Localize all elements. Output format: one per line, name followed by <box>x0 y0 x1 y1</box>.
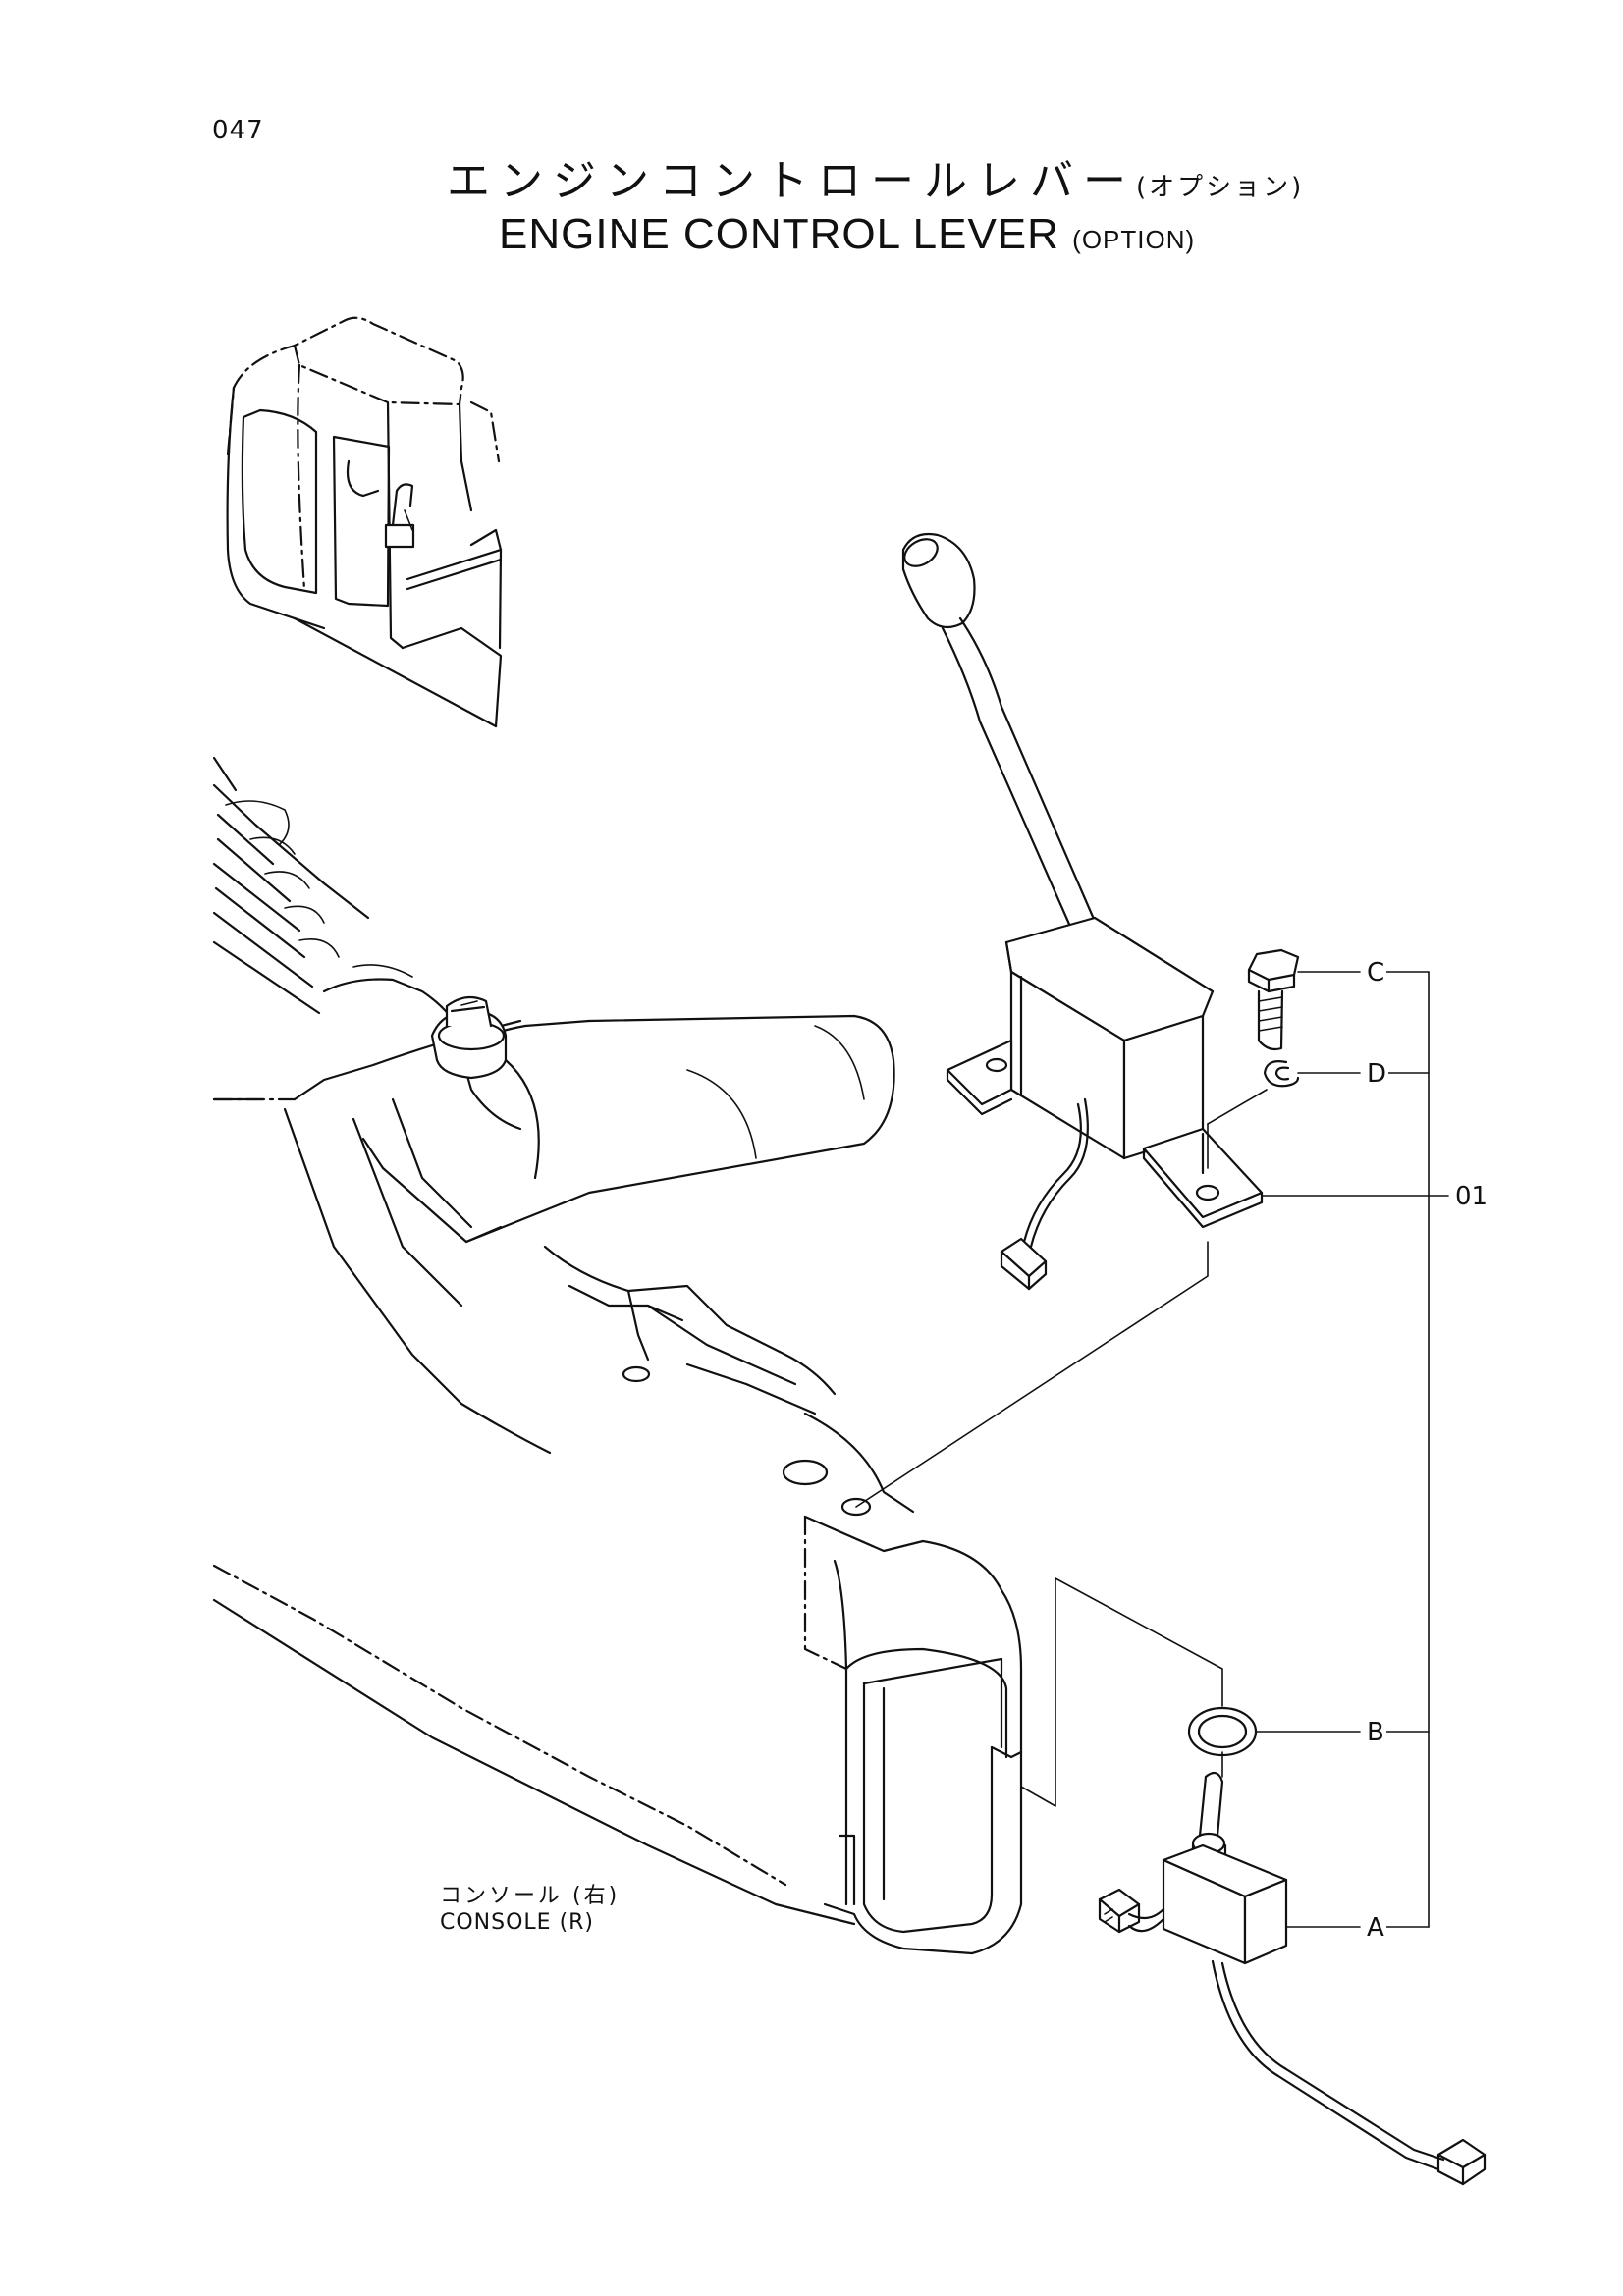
title-english-main: ENGINE CONTROL LEVER <box>499 210 1059 258</box>
page-number: 047 <box>212 116 264 145</box>
title-english: ENGINE CONTROL LEVER (OPTION) <box>499 210 1195 259</box>
console-right-body <box>212 756 1023 1955</box>
title-japanese-suffix: (オプション) <box>1136 173 1305 202</box>
lever-assembly-01 <box>855 532 1268 1508</box>
lock-washer-d <box>1263 1060 1300 1088</box>
grommet-b <box>1020 1577 1258 1807</box>
title-english-suffix: (OPTION) <box>1072 225 1196 254</box>
callout-a: A <box>1365 1913 1386 1943</box>
callout-b: B <box>1365 1718 1386 1747</box>
title-japanese-main: エンジンコントロールレバー <box>447 156 1136 206</box>
cab-inset-illustration <box>226 316 503 728</box>
callout-d: D <box>1365 1059 1389 1089</box>
bolt-c <box>1247 948 1300 1051</box>
callout-leaders <box>1256 971 1449 1928</box>
console-label-japanese: コンソール (右) <box>440 1884 621 1908</box>
title-japanese: エンジンコントロールレバー(オプション) <box>447 145 1304 208</box>
console-label-english: CONSOLE (R) <box>440 1910 595 1935</box>
callout-01: 01 <box>1453 1182 1490 1211</box>
callout-c: C <box>1365 958 1387 988</box>
toggle-switch-a <box>1098 1751 1487 2186</box>
